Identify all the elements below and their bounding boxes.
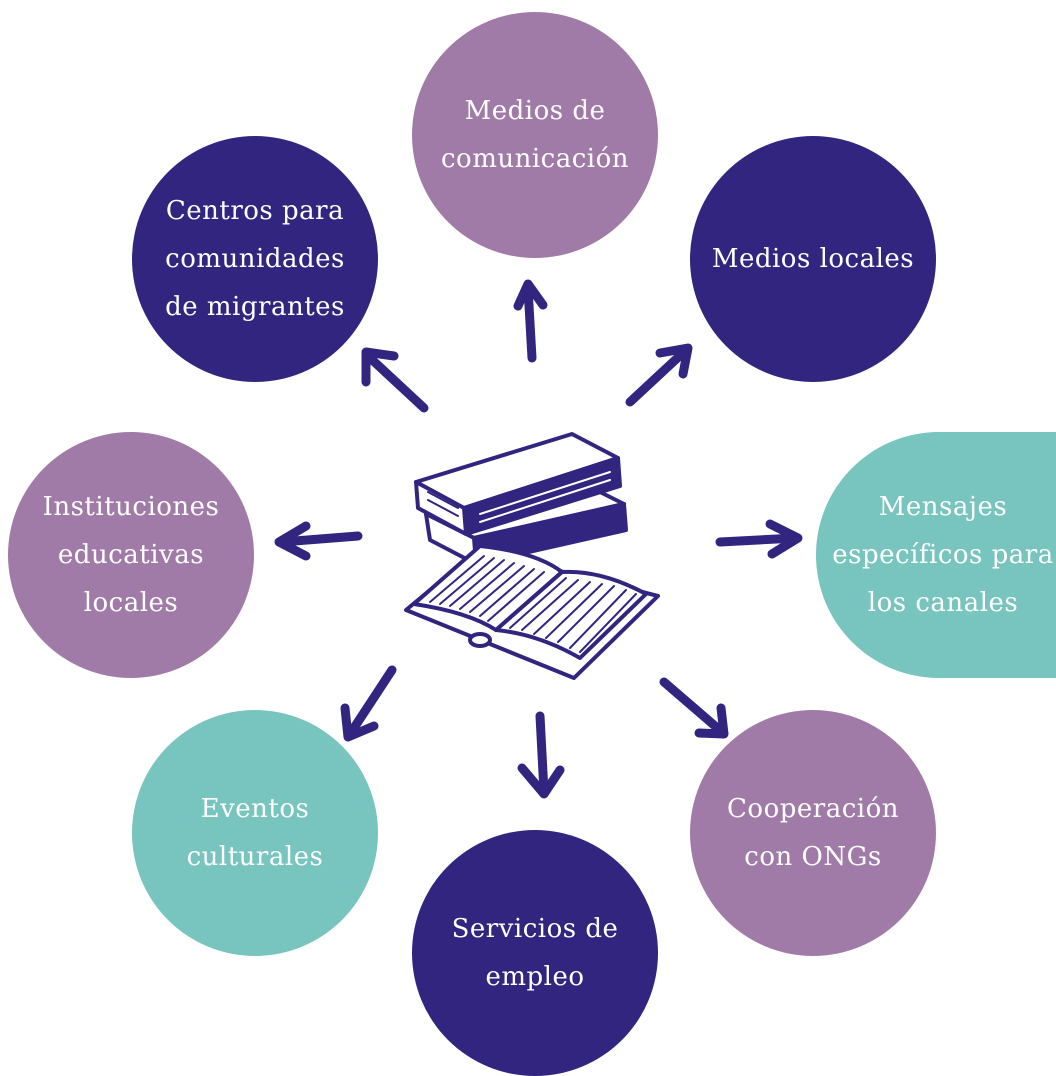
node-eventos-culturales: Eventos culturales [132,710,378,956]
node-label: Centros para comunidades de migrantes [165,196,345,322]
arrow-to-centros-migrantes [361,347,429,413]
node-label: Eventos culturales [186,794,324,872]
node-medios-locales: Medios locales [690,136,936,382]
arrow-to-servicios-empleo [517,711,565,799]
node-label: Instituciones educativas locales [42,492,220,618]
node-cooperacion-ongs: Cooperación con ONGs [690,710,936,956]
node-centros-migrantes: Centros para comunidades de migrantes [132,136,378,382]
books-icon [404,432,660,680]
node-label: Medios locales [711,244,915,274]
arrow-to-medios-locales [625,343,693,407]
arrow-to-mensajes-especificos [715,519,803,559]
node-label: Mensajes específicos para los canales [832,492,1054,618]
node-medios-comunicacion: Medios de comunicación [412,12,658,258]
node-mensajes-especificos: Mensajes específicos para los canales [816,432,1056,678]
arrow-to-eventos-culturales [340,665,397,742]
node-label: Cooperación con ONGs [727,794,899,872]
node-servicios-empleo: Servicios de empleo [412,830,658,1076]
node-label: Medios de comunicación [440,96,629,174]
arrow-to-medios-comunicacion [513,279,548,363]
arrow-to-instituciones-educativas [274,521,363,561]
arrow-to-cooperacion-ongs [659,677,729,739]
node-label: Servicios de empleo [451,914,619,992]
node-instituciones-educativas: Instituciones educativas locales [8,432,254,678]
